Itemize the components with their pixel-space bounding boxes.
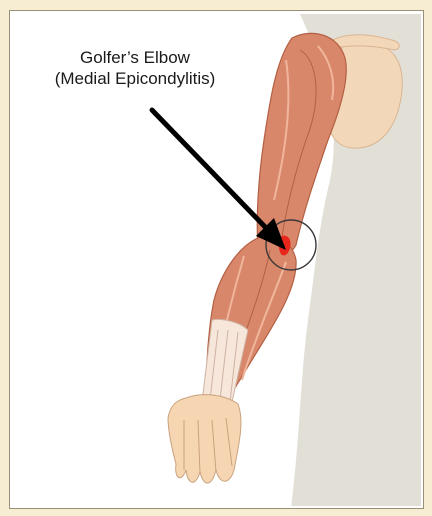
pointer-arrow-icon [152, 110, 270, 232]
hand [168, 395, 241, 483]
